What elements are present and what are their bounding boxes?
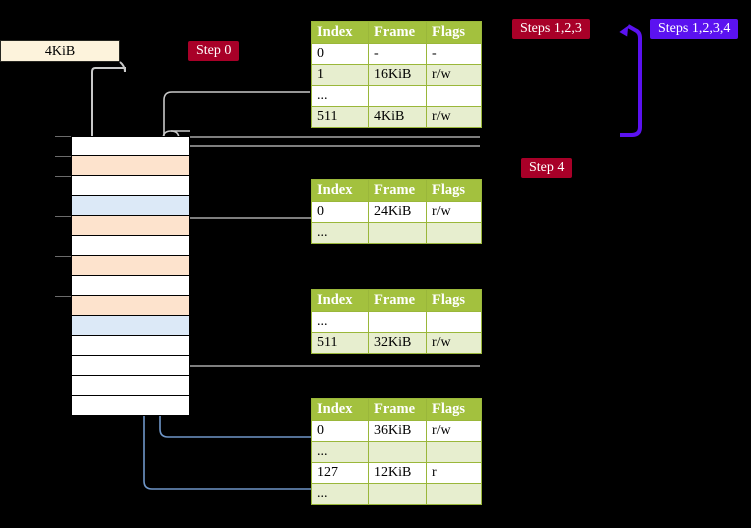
table-cell: r/w [426, 201, 482, 223]
table-cell: 1 [311, 64, 369, 86]
table-cell: ... [311, 483, 369, 505]
column-header-index: Index [311, 21, 369, 44]
column-header-flags: Flags [426, 21, 482, 44]
memory-row [71, 196, 190, 216]
column-header-frame: Frame [368, 21, 427, 44]
table-cell [368, 85, 427, 107]
table-cell [368, 311, 427, 333]
table-cell: - [426, 43, 482, 65]
table-cell: ... [311, 311, 369, 333]
memory-row [71, 276, 190, 296]
badge-label: Step 0 [196, 43, 232, 58]
table-cell: 511 [311, 106, 369, 128]
table-cell: r [426, 462, 482, 484]
table-cell [426, 222, 482, 244]
table-cell: 32KiB [368, 332, 427, 354]
table-cell [426, 85, 482, 107]
table-cell [426, 483, 482, 505]
badge-step0: Step 0 [188, 41, 240, 61]
table-row: ... [311, 441, 482, 463]
table-row: ... [311, 311, 482, 333]
loop-arrow-steps [619, 24, 642, 137]
memory-row-tick [55, 136, 71, 137]
memory-row-tick [55, 216, 71, 217]
table-cell [368, 483, 427, 505]
column-header-frame: Frame [368, 289, 427, 312]
column-header-frame: Frame [368, 398, 427, 421]
memory-row [71, 216, 190, 236]
memory-row [71, 156, 190, 176]
memory-row [71, 256, 190, 276]
badge-label: Step 4 [529, 160, 565, 175]
table-row: ... [311, 85, 482, 107]
frame-size-label: 4KiB [44, 44, 76, 59]
badge-step4: Step 4 [521, 158, 573, 178]
column-header-index: Index [311, 398, 369, 421]
table-cell: 0 [311, 201, 369, 223]
table-cell: 0 [311, 420, 369, 442]
badge-label: Steps 1,2,3 [520, 21, 582, 36]
table-cell [368, 222, 427, 244]
column-header-index: Index [311, 179, 369, 202]
memory-row-tick [55, 256, 71, 257]
table-cell: 24KiB [368, 201, 427, 223]
badge-steps123: Steps 1,2,3 [512, 19, 590, 39]
memory-row [71, 396, 190, 416]
badge-label: Steps 1,2,3,4 [658, 21, 731, 36]
column-header-index: Index [311, 289, 369, 312]
table-cell: 511 [311, 332, 369, 354]
table-cell: - [368, 43, 427, 65]
table-cell: r/w [426, 332, 482, 354]
table-cell: 16KiB [368, 64, 427, 86]
table-cell [426, 441, 482, 463]
memory-row-tick [55, 176, 71, 177]
memory-row [71, 136, 190, 156]
column-header-flags: Flags [426, 179, 482, 202]
column-header-frame: Frame [368, 179, 427, 202]
table-cell [368, 441, 427, 463]
column-header-flags: Flags [426, 289, 482, 312]
memory-row [71, 316, 190, 336]
table-cell: 12KiB [368, 462, 427, 484]
table-cell: r/w [426, 64, 482, 86]
table-cell: ... [311, 85, 369, 107]
table-row: ... [311, 222, 482, 244]
memory-row [71, 236, 190, 256]
table-cell: ... [311, 441, 369, 463]
table-cell: 36KiB [368, 420, 427, 442]
frame-size-box: 4KiB [0, 40, 120, 62]
table-cell: ... [311, 222, 369, 244]
memory-row [71, 176, 190, 196]
column-header-flags: Flags [426, 398, 482, 421]
table-cell: r/w [426, 420, 482, 442]
memory-row [71, 356, 190, 376]
table-cell: 127 [311, 462, 369, 484]
memory-row [71, 296, 190, 316]
table-cell: 0 [311, 43, 369, 65]
memory-row-tick [55, 296, 71, 297]
memory-column [71, 136, 190, 416]
table-row: ... [311, 483, 482, 505]
table-cell: r/w [426, 106, 482, 128]
table-row: 0-- [311, 43, 482, 65]
table-cell [426, 311, 482, 333]
memory-row [71, 336, 190, 356]
memory-row-tick [55, 156, 71, 157]
badge-steps1234: Steps 1,2,3,4 [650, 19, 739, 39]
memory-row [71, 376, 190, 396]
table-cell: 4KiB [368, 106, 427, 128]
